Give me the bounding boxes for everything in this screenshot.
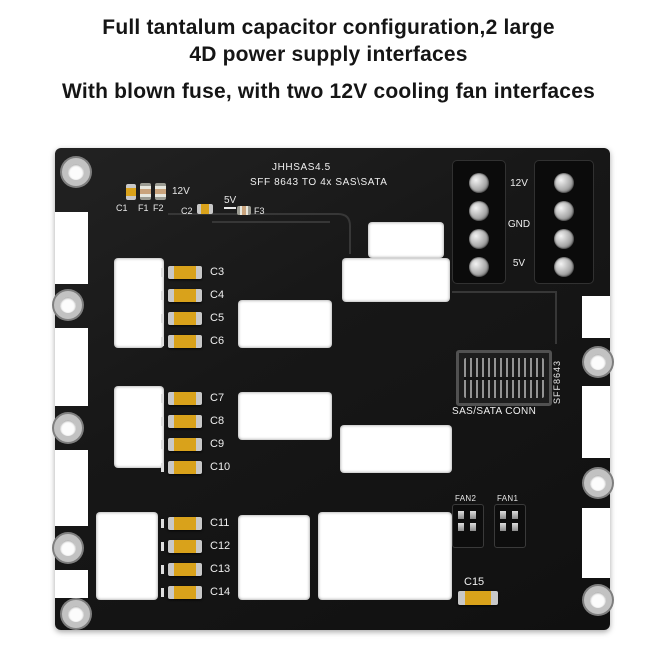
headline-line-2: 4D power supply interfaces [189,43,468,66]
label-12v: 12V [172,186,190,197]
board-notch [582,296,610,338]
label-c14: C14 [210,586,231,598]
fan-pin [458,511,464,519]
label-power-12v: 12V [510,178,528,189]
label-c5: C5 [210,312,225,324]
mounting-hole [62,600,90,628]
label-sff8643-vertical: SFF8643 [552,359,562,404]
label-c10: C10 [210,461,231,473]
fan-header-fan1 [494,504,526,548]
label-c11: C11 [210,517,230,529]
fan-pin [470,523,476,531]
label-c7: C7 [210,392,225,404]
label-c8: C8 [210,415,225,427]
cutout-slot [340,425,452,473]
mounting-hole [584,469,612,497]
power-pin [469,257,489,277]
mounting-hole [584,586,612,614]
power-pin [469,173,489,193]
sff-pins [464,358,544,398]
board-notch [582,508,610,578]
headline-line-3: With blown fuse, with two 12V cooling fa… [62,80,595,103]
board-notch [55,570,88,598]
capacitor-c14 [161,586,202,599]
mounting-hole [584,348,612,376]
board-notch [582,386,610,458]
fan-pin [500,523,506,531]
silkscreen-description: SFF 8643 TO 4x SAS\SATA [250,177,388,188]
power-pin [554,201,574,221]
power-pin [554,257,574,277]
capacitor-c7 [161,392,202,405]
capacitor-c1 [126,184,136,200]
power-pin [469,201,489,221]
capacitor-c2 [197,204,213,214]
label-c13: C13 [210,563,231,575]
capacitor-c5 [161,312,202,325]
label-c2: C2 [181,206,193,216]
label-fan2: FAN2 [455,494,477,503]
mounting-hole [62,158,90,186]
capacitor-c10 [161,461,202,474]
capacitor-c12 [161,540,202,553]
fan-pin [500,511,506,519]
capacitor-c9 [161,438,202,451]
label-5v: 5V [224,196,237,209]
cutout-slot [238,515,310,600]
fan-pin [512,523,518,531]
cutout-slot [96,512,158,600]
fuse-f3 [237,206,251,215]
sff8643-connector [456,350,552,406]
label-f1: F1 [138,203,149,213]
capacitor-c15 [458,591,498,605]
label-f3: F3 [254,206,265,216]
headline-line-1: Full tantalum capacitor configuration,2 … [102,16,555,39]
cutout-slot [318,512,452,600]
label-c6: C6 [210,335,225,347]
capacitor-c8 [161,415,202,428]
power-pin [554,229,574,249]
capacitor-c6 [161,335,202,348]
label-c12: C12 [210,540,231,552]
mounting-hole [54,291,82,319]
cutout-slot [342,258,450,302]
cutout-slot [368,222,444,258]
power-connector-left [452,160,506,284]
label-c9: C9 [210,438,225,450]
board-notch [55,328,88,406]
fan-pin [512,511,518,519]
cutout-slot [114,386,164,468]
label-f2: F2 [153,203,164,213]
fuse-f1 [140,183,151,200]
mounting-hole [54,414,82,442]
fan-header-fan2 [452,504,484,548]
cutout-slot [238,300,332,348]
board-notch [55,212,88,284]
label-c4: C4 [210,289,225,301]
cutout-slot [238,392,332,440]
fan-pin [458,523,464,531]
cutout-slot [114,258,164,348]
board-notch [55,450,88,526]
label-c3: C3 [210,266,225,278]
capacitor-c11 [161,517,202,530]
mounting-hole [54,534,82,562]
label-sas-sata-conn: SAS/SATA CONN [452,406,537,417]
label-c15: C15 [464,576,485,588]
capacitor-c3 [161,266,202,279]
label-c1: C1 [116,203,128,213]
capacitor-c13 [161,563,202,576]
silkscreen-model: JHHSAS4.5 [272,162,331,173]
power-pin [469,229,489,249]
capacitor-c4 [161,289,202,302]
fan-pin [470,511,476,519]
power-connector-right [534,160,594,284]
label-power-5v: 5V [512,258,526,269]
label-power-gnd: GND [507,219,531,230]
power-pin [554,173,574,193]
fuse-f2 [155,183,166,200]
label-fan1: FAN1 [497,494,519,503]
